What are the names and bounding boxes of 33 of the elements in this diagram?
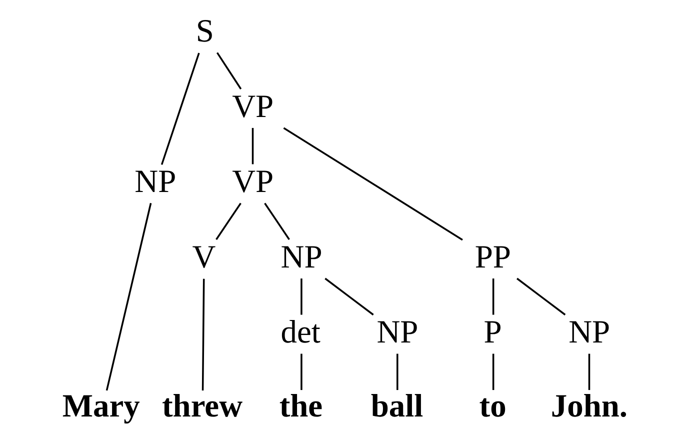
node-text: NP (280, 239, 322, 276)
connector (300, 278, 302, 315)
connector (396, 354, 398, 390)
connector (300, 354, 302, 390)
connector (251, 128, 254, 164)
node-text: John. (550, 388, 628, 424)
node-text: P (483, 314, 502, 351)
connector (216, 52, 242, 90)
connector (215, 202, 241, 240)
connector (516, 278, 566, 316)
node-text: NP (134, 164, 176, 200)
node-text: Mary (62, 388, 140, 424)
node-text: det (280, 314, 320, 351)
connector (588, 354, 590, 390)
connector (282, 127, 462, 241)
connector (105, 202, 152, 391)
node-text: ball (370, 388, 423, 424)
connector (492, 354, 494, 390)
node-text: PP (474, 239, 510, 276)
node-text: V (192, 239, 216, 276)
node-text: VP (232, 88, 274, 125)
node-text: VP (232, 164, 274, 200)
connector (264, 202, 290, 240)
connector (492, 278, 494, 315)
node-text: the (278, 388, 322, 424)
node-text: S (195, 14, 214, 50)
node-text: NP (376, 314, 418, 351)
node-text: NP (568, 314, 610, 351)
connector (201, 278, 204, 390)
node-text: to (478, 388, 506, 424)
connector (160, 52, 200, 165)
connector (324, 278, 374, 316)
node-text: threw (161, 388, 242, 424)
